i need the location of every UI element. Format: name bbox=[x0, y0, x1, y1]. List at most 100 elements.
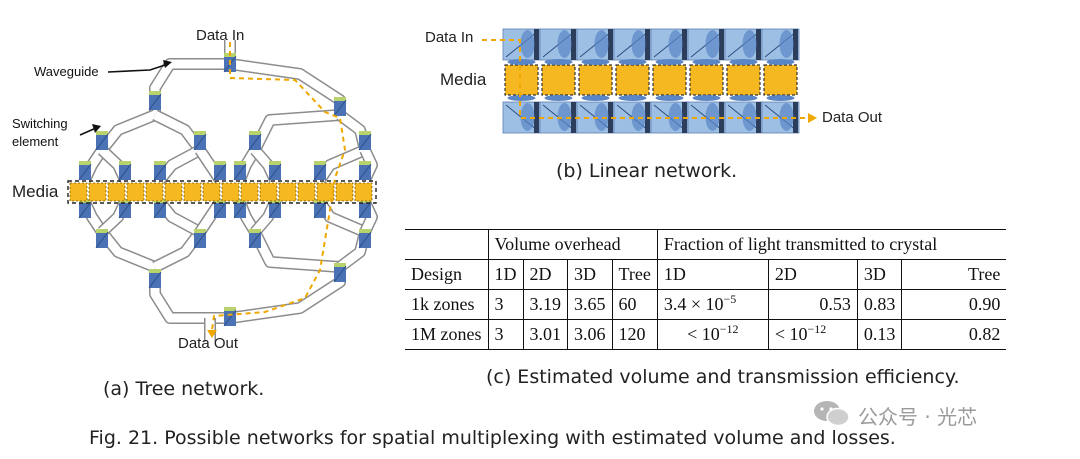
switch-pointer-head bbox=[92, 124, 101, 133]
tree-media-cell bbox=[297, 182, 316, 202]
linear-top-lens bbox=[594, 30, 609, 58]
linear-media-cell bbox=[541, 64, 576, 96]
tree-media-cell bbox=[145, 182, 164, 202]
linear-media-cell bbox=[578, 64, 613, 96]
linear-media-lens-bottom bbox=[581, 95, 610, 101]
cell-vtree: 60 bbox=[611, 289, 658, 320]
switch-element-cap bbox=[249, 131, 261, 135]
linear-data-in-label: Data In bbox=[425, 29, 474, 46]
linear-top-switch bbox=[756, 29, 761, 60]
tree-media-cell bbox=[221, 182, 240, 202]
tree-network-diagram bbox=[67, 40, 378, 342]
linear-top-lens bbox=[779, 30, 794, 58]
switch-element-diagonal bbox=[153, 201, 167, 219]
waveguide-label: Waveguide bbox=[34, 64, 99, 79]
waveguide-pointer-head bbox=[163, 60, 172, 68]
header-f-1d: 1D bbox=[656, 259, 769, 290]
cell-v3d: 3.06 bbox=[567, 319, 612, 350]
tree-media-cell bbox=[278, 182, 297, 202]
switch-element-diagonal bbox=[78, 201, 92, 219]
linear-media-lens-bottom bbox=[655, 95, 684, 101]
cell-design: 1k zones bbox=[411, 294, 475, 314]
linear-top-switch bbox=[682, 29, 687, 60]
switch-element-diagonal bbox=[193, 133, 207, 151]
switch-pointer bbox=[79, 127, 97, 136]
linear-top-switch bbox=[608, 29, 613, 60]
switch-element-diagonal bbox=[248, 133, 262, 151]
linear-caption: (b) Linear network. bbox=[556, 160, 738, 182]
linear-top-lens bbox=[520, 30, 535, 58]
tree-data-out-arrow bbox=[207, 330, 217, 338]
switch-element-diagonal bbox=[358, 201, 372, 219]
linear-media-lens-top bbox=[766, 59, 795, 65]
tree-media-cell bbox=[183, 182, 202, 202]
switch-element-diagonal bbox=[268, 163, 282, 181]
switch-element-diagonal bbox=[313, 201, 327, 219]
linear-media-lens-top bbox=[544, 59, 573, 65]
cell-f3d: 0.83 bbox=[856, 289, 902, 320]
switch-element-diagonal bbox=[268, 201, 282, 219]
switch-element-cap bbox=[234, 161, 246, 165]
linear-media-cell bbox=[689, 64, 724, 96]
group-volume-overhead: Volume overhead bbox=[487, 229, 658, 260]
switch-element-diagonal bbox=[213, 163, 227, 181]
cell-v3d: 3.65 bbox=[567, 289, 612, 320]
switch-element-diagonal bbox=[358, 231, 372, 249]
table-caption: (c) Estimated volume and transmission ef… bbox=[486, 366, 960, 388]
switch-element-cap bbox=[149, 91, 161, 95]
header-f-2d: 2D bbox=[767, 259, 858, 290]
figure-caption: Fig. 21. Possible networks for spatial m… bbox=[89, 427, 896, 449]
header-v-tree: Tree bbox=[611, 259, 658, 290]
switch-element-cap bbox=[359, 229, 371, 233]
linear-data-path bbox=[482, 39, 808, 119]
switch-element-diagonal bbox=[223, 309, 237, 327]
header-f-tree: Tree bbox=[901, 259, 1007, 290]
header-v-1d: 1D bbox=[487, 259, 523, 290]
linear-media-lens-bottom bbox=[692, 95, 721, 101]
switch-element-diagonal bbox=[358, 163, 372, 181]
switch-element-diagonal bbox=[233, 201, 247, 219]
cell-f3d: 0.13 bbox=[856, 319, 902, 350]
linear-media-cell bbox=[615, 64, 650, 96]
tree-media-cell bbox=[354, 182, 373, 202]
linear-data-out-label: Data Out bbox=[822, 109, 883, 126]
linear-media-lens-bottom bbox=[544, 95, 573, 101]
switch-element-diagonal bbox=[358, 133, 372, 151]
linear-media-lens-top bbox=[692, 59, 721, 65]
cell-design: 1M zones bbox=[411, 324, 482, 344]
switch-element-diagonal bbox=[333, 99, 347, 117]
watermark-text: 公众号 · 光芯 bbox=[858, 405, 978, 429]
tree-media-outline bbox=[67, 180, 377, 204]
linear-bottom-lens bbox=[594, 103, 609, 131]
switch-element-cap bbox=[359, 131, 371, 135]
cell-vtree: 120 bbox=[611, 319, 658, 350]
cell-v2d: 3.19 bbox=[522, 289, 568, 320]
tree-data-in-label: Data In bbox=[196, 27, 245, 44]
linear-media-lens-top bbox=[729, 59, 758, 65]
tree-media-cell bbox=[259, 182, 278, 202]
switch-element-diagonal bbox=[248, 231, 262, 249]
table-row: 1k zones 3 3.19 3.65 60 3.4 × 10−5 0.53 … bbox=[405, 289, 1007, 320]
tree-media-cell bbox=[126, 182, 145, 202]
switch-element-cap bbox=[234, 199, 246, 203]
linear-media-lens-top bbox=[581, 59, 610, 65]
tree-data-path bbox=[211, 42, 347, 331]
switch-element-cap bbox=[269, 161, 281, 165]
linear-media-lens-bottom bbox=[729, 95, 758, 101]
waveguide-core bbox=[150, 267, 230, 323]
header-v-3d: 3D bbox=[567, 259, 612, 290]
waveguide-pointer bbox=[107, 63, 169, 73]
switch-element-diagonal bbox=[148, 271, 162, 289]
linear-media-lens-bottom bbox=[507, 95, 536, 101]
cell-f1d: 3.4 × 10−5 bbox=[656, 289, 769, 320]
tree-media-label: Media bbox=[12, 182, 59, 201]
linear-top-switch bbox=[719, 29, 724, 60]
linear-top-lens bbox=[631, 30, 646, 58]
cell-ftree: 0.90 bbox=[901, 289, 1007, 320]
switch-element-cap bbox=[96, 229, 108, 233]
switch-element-diagonal bbox=[78, 163, 92, 181]
cell-f2d: 0.53 bbox=[767, 289, 858, 320]
switch-element-diagonal bbox=[213, 201, 227, 219]
linear-top-lens bbox=[742, 30, 757, 58]
cell-v1d: 3 bbox=[487, 289, 523, 320]
